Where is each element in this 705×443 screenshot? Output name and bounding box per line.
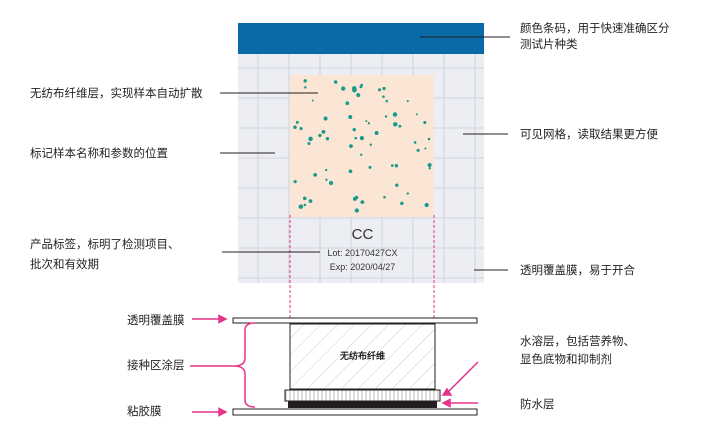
agar-area — [290, 75, 434, 217]
colony-dot — [367, 122, 371, 125]
colony-dot — [325, 168, 328, 172]
colony-dot — [360, 200, 365, 205]
colony-dot — [345, 101, 350, 106]
plate-exp: Exp: 2020/04/27 — [329, 262, 396, 272]
colony-dot — [352, 86, 357, 91]
colony-dot — [299, 126, 303, 131]
colony-dot — [308, 199, 313, 204]
colony-dot — [302, 196, 307, 201]
colony-dot — [307, 141, 311, 146]
nonwoven-fiber-layer — [289, 323, 436, 390]
colony-dot — [413, 141, 417, 144]
colony-dot — [318, 133, 322, 138]
label-inoculation-coating: 接种区涂层 — [127, 358, 185, 372]
colony-dot — [293, 125, 297, 130]
colony-dot — [393, 122, 398, 127]
plate-lot: Lot: 20170427CX — [327, 248, 398, 258]
label-cover-film: 透明覆盖膜，易于开合 — [520, 263, 635, 277]
colony-dot — [416, 148, 420, 152]
plate-code: CC — [351, 226, 374, 243]
colony-dot — [352, 196, 357, 201]
colony-dot — [400, 201, 404, 206]
colony-dot — [377, 88, 382, 92]
colony-dot — [427, 162, 432, 168]
colony-dot — [423, 120, 427, 125]
arrow-adhesive — [218, 407, 228, 417]
arrow-soluble — [441, 387, 453, 396]
top-film-layer — [232, 317, 478, 324]
adhesive-film-layer — [232, 408, 478, 416]
colony-dot — [328, 180, 334, 186]
colony-dot — [356, 93, 361, 98]
label-sample-mark: 标记样本名称和参数的位置 — [30, 146, 168, 160]
colony-dot — [406, 100, 409, 103]
colony-dot — [368, 165, 372, 169]
waterproof-layer — [288, 401, 437, 408]
colony-dot — [428, 167, 431, 170]
colony-dot — [311, 99, 314, 102]
label-product-label-2: 批次和有效期 — [30, 257, 99, 271]
label-grid: 可见网格，读取结果更方便 — [520, 127, 658, 141]
soluble-layer — [284, 389, 441, 402]
colony-dot — [333, 80, 338, 84]
colony-dot — [359, 136, 365, 141]
colony-dot — [424, 147, 427, 150]
label-nonwoven-fiber: 无纺布纤维 — [339, 352, 385, 362]
colony-dot — [313, 172, 318, 177]
colony-dot — [298, 204, 304, 209]
colony-dot — [354, 208, 359, 213]
label-color-bar-1: 颜色条码，用于快速准确区分 — [520, 21, 670, 35]
colony-dot — [384, 115, 388, 118]
colony-dot — [360, 153, 363, 156]
colony-dot — [424, 202, 429, 208]
colony-dot — [427, 137, 431, 141]
colony-dot — [392, 112, 398, 117]
colony-dot — [325, 137, 330, 141]
colony-dot — [348, 169, 353, 174]
colony-dot — [349, 144, 353, 149]
arrow-waterproof — [441, 398, 451, 408]
arrow-top-film — [218, 314, 228, 324]
label-adhesive-film: 粘胶膜 — [127, 404, 162, 418]
colony-dot — [304, 86, 307, 89]
colony-dot — [308, 136, 313, 142]
color-bar — [238, 23, 484, 54]
label-soluble-1: 水溶层，包括营养物、 — [520, 334, 635, 348]
colony-dot — [369, 143, 373, 146]
colony-dot — [348, 114, 353, 119]
colony-dot — [398, 124, 402, 128]
colony-dot — [293, 180, 297, 184]
colony-dot — [365, 120, 368, 123]
colony-dot — [394, 163, 399, 168]
colony-dot — [374, 131, 379, 136]
label-nonwoven-layer: 无纺布纤维层，实现样本自动扩散 — [30, 86, 203, 100]
label-soluble-2: 显色底物和抑制剂 — [520, 352, 612, 366]
colony-dot — [382, 86, 386, 91]
colony-dot — [303, 203, 307, 207]
label-product-label-1: 产品标签，标明了检测项目、 — [30, 237, 180, 251]
label-color-bar-2: 测试片种类 — [520, 37, 578, 51]
colony-dot — [341, 86, 346, 91]
colony-dot — [383, 195, 386, 199]
colony-dot — [359, 85, 363, 89]
colony-dot — [390, 164, 394, 167]
colony-dot — [321, 130, 326, 134]
colony-dot — [382, 95, 385, 98]
colonies — [293, 79, 432, 213]
label-top-film: 透明覆盖膜 — [127, 313, 185, 327]
colony-dot — [354, 136, 358, 140]
colony-dot — [325, 178, 328, 181]
colony-dot — [323, 116, 328, 121]
colony-dot — [352, 127, 356, 132]
colony-dot — [385, 99, 388, 103]
colony-dot — [406, 192, 409, 195]
colony-dot — [295, 120, 299, 124]
colony-dot — [303, 79, 307, 83]
brace-inoculation — [235, 322, 256, 408]
colony-dot — [415, 113, 418, 116]
colony-dot — [395, 183, 399, 187]
label-waterproof: 防水层 — [520, 397, 555, 411]
